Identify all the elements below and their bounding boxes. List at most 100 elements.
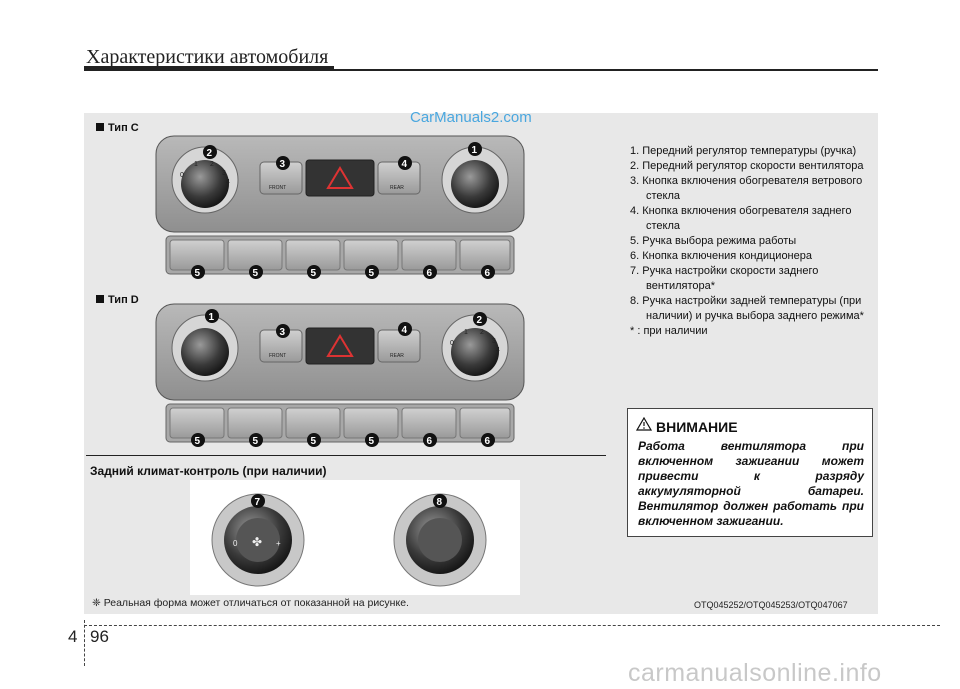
legend-item: 4. Кнопка включения обогревателя заднего… bbox=[630, 205, 852, 232]
legend-list: 1. Передний регулятор температуры (ручка… bbox=[630, 144, 870, 339]
warning-box: ВНИМАНИЕ Работа вентилятора при включенн… bbox=[627, 408, 873, 537]
header-rule-thin bbox=[334, 69, 878, 71]
figure-codes: OTQ045252/OTQ045253/OTQ047067 bbox=[694, 600, 848, 610]
type-d-climate-panel: 1 2 3 4 0 FRONT REAR 1 3 4 2 5 5 5 5 6 6 bbox=[155, 303, 525, 447]
callout-circle bbox=[276, 324, 290, 338]
type-d-label: Тип D bbox=[96, 294, 139, 306]
recirculation-button[interactable] bbox=[459, 239, 511, 271]
legend-item: 3. Кнопка включения обогревателя ветрово… bbox=[630, 175, 863, 202]
page-header-title: Характеристики автомобиля bbox=[86, 46, 329, 68]
callout-defrost-rear: 4 bbox=[402, 325, 408, 336]
callout-mode-4: 5 bbox=[369, 436, 375, 447]
callout-mode-4: 5 bbox=[369, 268, 375, 279]
callout-circle bbox=[473, 312, 487, 326]
temperature-knob[interactable] bbox=[441, 146, 509, 214]
fan-scale-3: 3 bbox=[222, 170, 226, 177]
fan-icon: ✤ bbox=[252, 535, 262, 549]
callout-ac-2: 6 bbox=[485, 268, 491, 279]
fan-scale-2: 2 bbox=[480, 329, 484, 336]
fan-scale-4: 4 bbox=[226, 179, 230, 186]
callout-circle bbox=[205, 309, 219, 323]
fan-scale-0: 0 bbox=[180, 172, 184, 179]
footer-vertical-dash bbox=[84, 620, 85, 666]
hazard-button[interactable] bbox=[305, 327, 375, 365]
callout-circle bbox=[307, 265, 321, 279]
hazard-triangle-icon bbox=[326, 334, 354, 357]
bottom-watermark: carmanualsonline.info bbox=[628, 659, 882, 687]
bullet-square-icon bbox=[96, 123, 104, 131]
front-label: FRONT bbox=[269, 185, 286, 191]
callout-mode-1: 5 bbox=[195, 268, 201, 279]
rear-climate-title: Задний климат-контроль (при наличии) bbox=[90, 464, 327, 478]
page-number: 96 bbox=[90, 627, 109, 646]
rear-fan-zero: 0 bbox=[233, 539, 238, 548]
callout-circle bbox=[307, 433, 321, 447]
callout-right-knob: 1 bbox=[472, 145, 478, 156]
bullet-square-icon bbox=[96, 295, 104, 303]
callout-ac-2: 6 bbox=[485, 436, 491, 447]
legend-item: 1. Передний регулятор температуры (ручка… bbox=[630, 145, 857, 157]
callout-circle bbox=[365, 433, 379, 447]
callout-circle bbox=[251, 494, 265, 508]
callout-mode-1: 5 bbox=[195, 436, 201, 447]
callout-circle bbox=[481, 433, 495, 447]
warning-title: ВНИМАНИЕ bbox=[656, 419, 738, 435]
fan-speed-knob[interactable] bbox=[441, 314, 509, 382]
fan-speed-knob[interactable] bbox=[171, 146, 239, 214]
fan-scale-2: 2 bbox=[210, 161, 214, 168]
legend-item: 8. Ручка настройки задней температуры (п… bbox=[630, 295, 864, 322]
rear-fan-plus: + bbox=[276, 539, 281, 548]
rear-temperature-knob[interactable] bbox=[393, 493, 487, 587]
callout-circle bbox=[433, 494, 447, 508]
temperature-knob[interactable] bbox=[171, 314, 239, 382]
fan-scale-4: 4 bbox=[496, 347, 500, 354]
callout-defrost-front: 3 bbox=[280, 159, 286, 170]
callout-circle bbox=[481, 265, 495, 279]
warning-triangle-icon bbox=[636, 417, 652, 431]
callout-circle bbox=[423, 433, 437, 447]
callout-circle bbox=[365, 265, 379, 279]
callout-circle bbox=[468, 142, 482, 156]
callout-left-knob: 1 bbox=[209, 312, 215, 323]
legend-item: * : при наличии bbox=[630, 325, 708, 337]
callout-mode-2: 5 bbox=[253, 268, 259, 279]
callout-right-knob: 2 bbox=[477, 315, 483, 326]
recirculation-button[interactable] bbox=[459, 407, 511, 439]
legend-item: 5. Ручка выбора режима работы bbox=[630, 235, 797, 247]
rear-fan-knob[interactable] bbox=[211, 493, 305, 587]
rear-climate-knobs: 0 + ✤ 7 8 bbox=[190, 480, 520, 595]
callout-circle bbox=[191, 433, 205, 447]
callout-circle bbox=[249, 433, 263, 447]
rear-label: REAR bbox=[390, 353, 404, 359]
type-c-text: Тип C bbox=[108, 122, 139, 134]
callout-rear-fan: 7 bbox=[255, 497, 261, 508]
callout-circle bbox=[276, 156, 290, 170]
footer-dashed-rule bbox=[84, 625, 940, 626]
callout-ac-1: 6 bbox=[427, 436, 433, 447]
fan-scale-1: 1 bbox=[194, 161, 198, 168]
callout-rear-temp: 8 bbox=[437, 497, 443, 508]
front-label: FRONT bbox=[269, 353, 286, 359]
header-rule-thick bbox=[84, 66, 334, 71]
callout-mode-3: 5 bbox=[311, 436, 317, 447]
callout-left-knob: 2 bbox=[207, 148, 213, 159]
fan-scale-3: 3 bbox=[492, 338, 496, 345]
callout-defrost-front: 3 bbox=[280, 327, 286, 338]
type-d-text: Тип D bbox=[108, 294, 139, 306]
page-chapter: 4 bbox=[68, 627, 78, 646]
hazard-button[interactable] bbox=[305, 159, 375, 197]
rear-label: REAR bbox=[390, 185, 404, 191]
warning-text: Работа вентилятора при включенном зажига… bbox=[638, 439, 864, 528]
hazard-triangle-icon bbox=[326, 166, 354, 189]
section-divider bbox=[86, 455, 606, 456]
callout-circle bbox=[398, 156, 412, 170]
callout-circle bbox=[423, 265, 437, 279]
callout-circle bbox=[203, 145, 217, 159]
callout-ac-1: 6 bbox=[427, 268, 433, 279]
legend-item: 2. Передний регулятор скорости вентилято… bbox=[630, 160, 864, 172]
fan-scale-0: 0 bbox=[450, 340, 454, 347]
watermark-carmanuals2: CarManuals2.com bbox=[410, 109, 532, 126]
legend-item: 6. Кнопка включения кондиционера bbox=[630, 250, 812, 262]
figure-footnote: ❈ Реальная форма может отличаться от пок… bbox=[92, 597, 409, 609]
callout-circle bbox=[249, 265, 263, 279]
